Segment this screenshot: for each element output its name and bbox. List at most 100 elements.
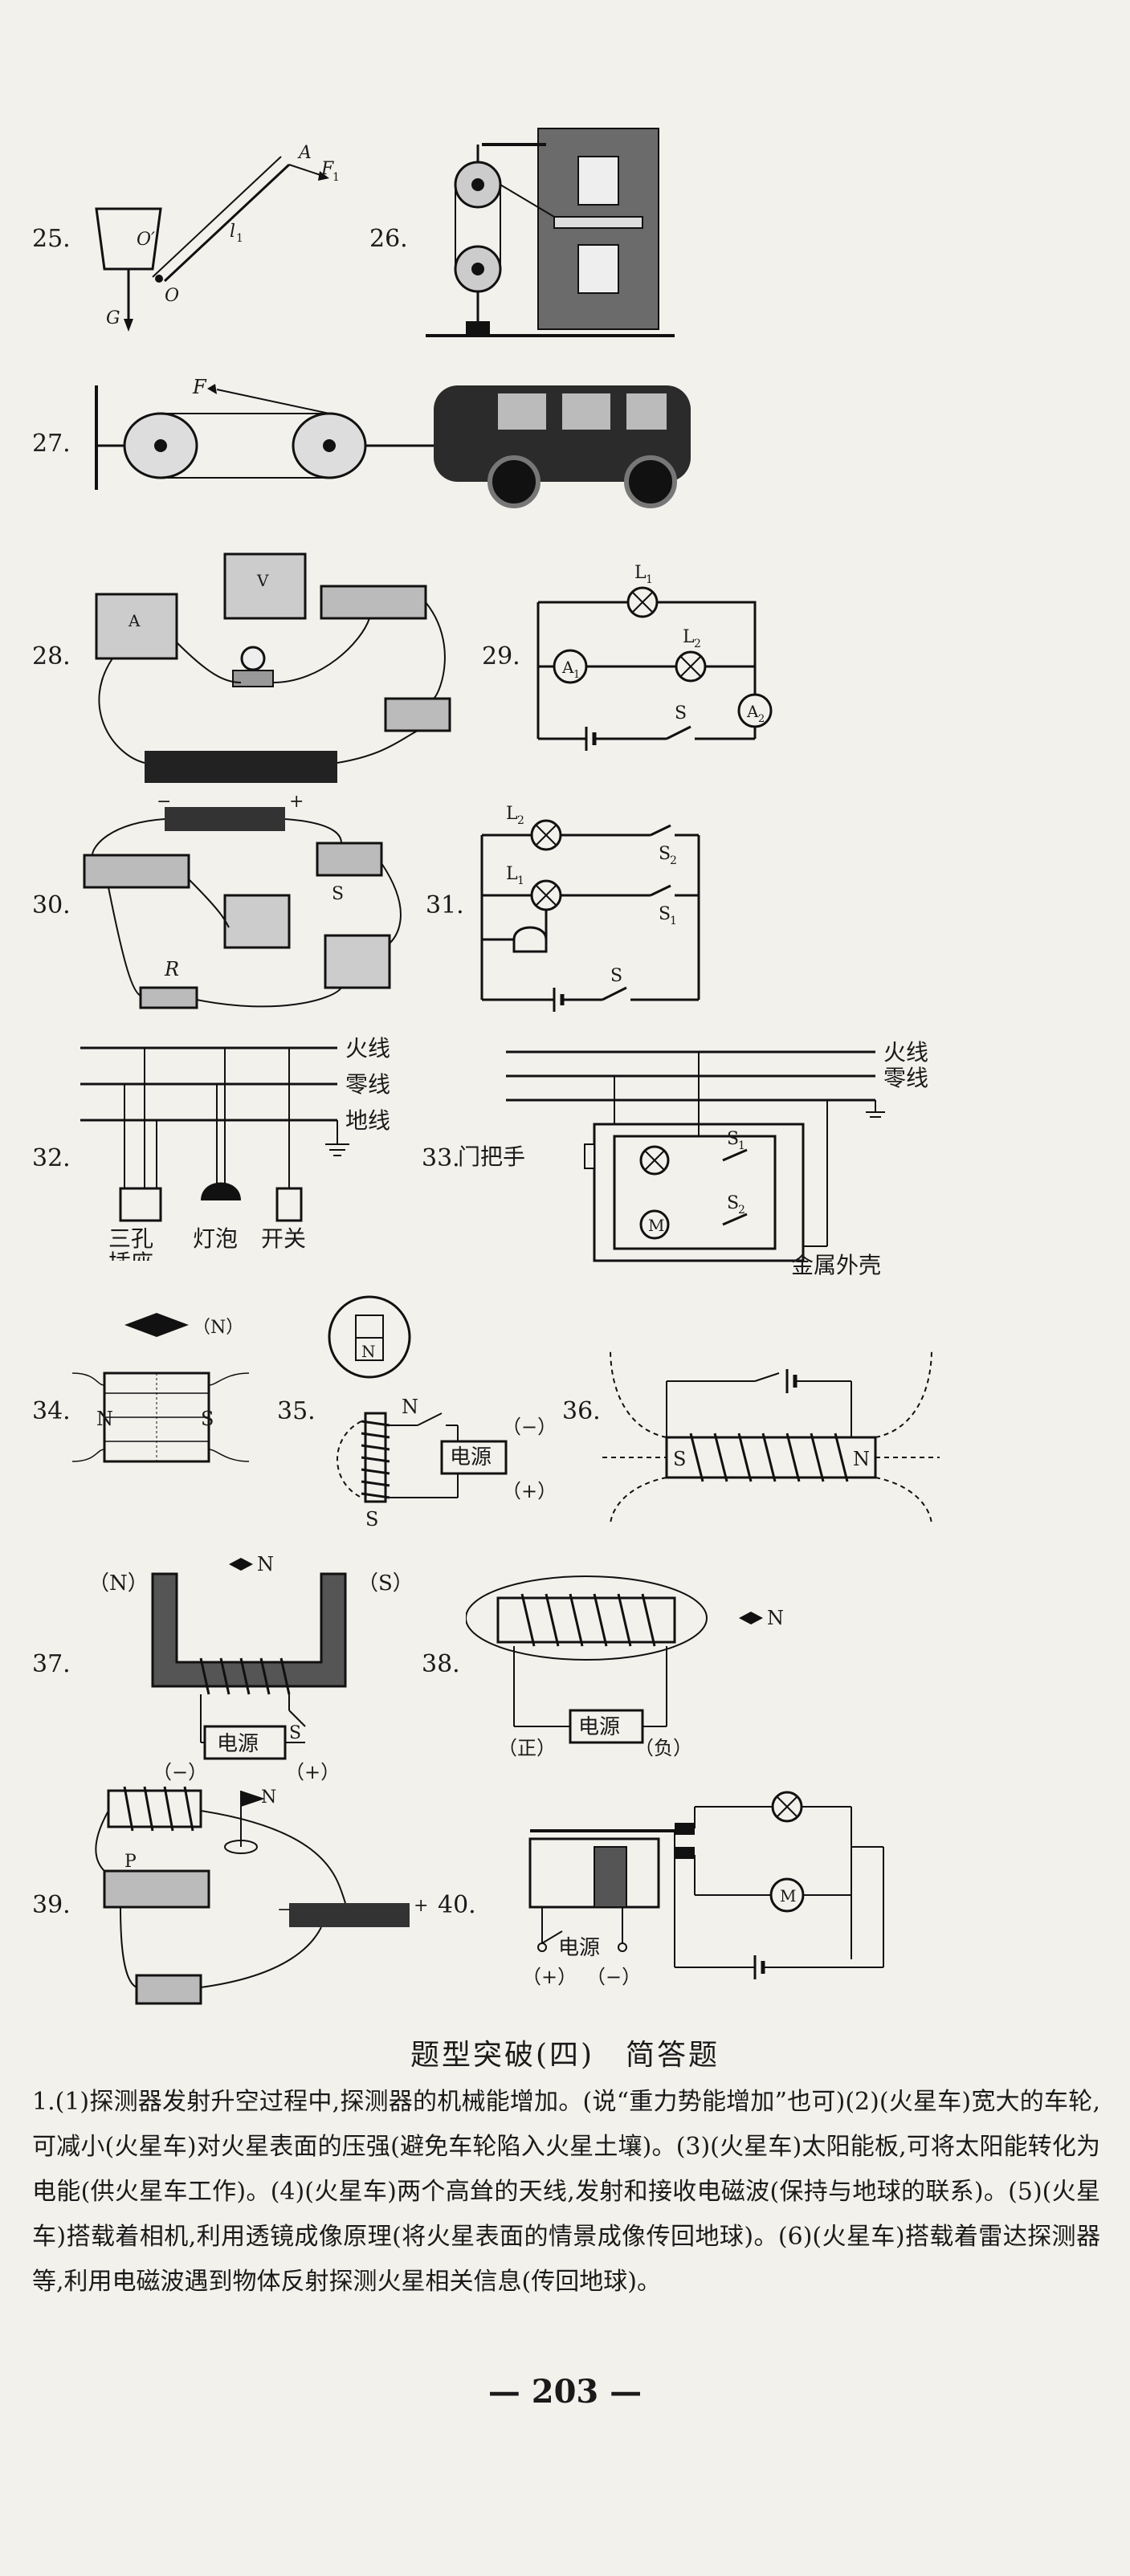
- figure-25-lever: A F 1 O′ O l 1 G: [95, 143, 340, 332]
- label-l1: l: [230, 222, 235, 242]
- figure-30-physical-circuit: − + S R: [83, 792, 402, 1009]
- door-handle: [584, 1143, 595, 1169]
- svg-text:−: −: [157, 792, 171, 812]
- svg-text:A: A: [561, 658, 574, 677]
- svg-text:N: N: [96, 1408, 113, 1430]
- motor: [639, 1209, 670, 1240]
- ammeter-A1: [553, 649, 588, 684]
- svg-text:火线: 火线: [883, 1039, 928, 1066]
- svg-text:S: S: [727, 1193, 739, 1213]
- svg-text:（负）: （负）: [634, 1737, 692, 1759]
- svg-text:（N）: （N）: [88, 1571, 149, 1596]
- svg-text:A: A: [128, 611, 141, 630]
- svg-text:三孔: 三孔: [108, 1225, 153, 1252]
- svg-text:S: S: [659, 844, 671, 864]
- label-F1: F: [320, 159, 334, 179]
- svg-text:L: L: [506, 804, 518, 824]
- socket: [119, 1187, 162, 1222]
- svg-text:插座: 插座: [108, 1249, 153, 1261]
- svg-text:零线: 零线: [345, 1071, 390, 1098]
- question-number-29: 29.: [482, 642, 520, 670]
- answer-text: 1.(1)探测器发射升空过程中,探测器的机械能增加。(说“重力势能增加”也可)(…: [32, 2088, 1100, 2296]
- label-O-prime: O′: [137, 230, 155, 250]
- question-number-32: 32.: [32, 1144, 71, 1172]
- force-f-rope: [216, 389, 330, 414]
- switch: [135, 1974, 202, 2005]
- switch: [417, 1412, 443, 1426]
- switch-S2: [722, 1213, 748, 1226]
- figure-28-physical-circuit: A V: [95, 552, 451, 783]
- field-loop: [466, 1575, 708, 1661]
- label-G: G: [106, 308, 120, 328]
- svg-text:R: R: [164, 958, 179, 980]
- svg-text:N: N: [853, 1448, 870, 1470]
- switch-S: [666, 725, 691, 740]
- svg-text:+: +: [414, 1896, 428, 1916]
- svg-text:2: 2: [694, 638, 701, 650]
- svg-text:1: 1: [517, 874, 524, 887]
- svg-text:S: S: [332, 884, 344, 904]
- svg-text:（正）: （正）: [498, 1737, 556, 1759]
- question-number-40: 40.: [438, 1891, 476, 1919]
- label-F: F: [192, 376, 207, 398]
- u-core: [151, 1572, 347, 1688]
- svg-text:零线: 零线: [883, 1065, 928, 1091]
- switch: [316, 842, 383, 877]
- svg-text:电源: 电源: [217, 1732, 259, 1756]
- question-number-25: 25.: [32, 225, 71, 253]
- figure-26-pulley-building: [426, 128, 675, 337]
- label-A: A: [297, 143, 312, 163]
- appliance-shell: [593, 1123, 805, 1262]
- svg-text:1: 1: [738, 1139, 745, 1152]
- voltmeter: [223, 552, 307, 620]
- power-source: [569, 1709, 644, 1744]
- svg-text:S: S: [610, 966, 622, 986]
- coil: [594, 1846, 627, 1908]
- svg-text:火线: 火线: [345, 1035, 390, 1062]
- bulb: [240, 646, 266, 671]
- compass-needle: [124, 1313, 189, 1337]
- svg-text:1: 1: [573, 669, 580, 681]
- svg-text:S: S: [673, 1448, 686, 1470]
- compass-needle: [229, 1558, 253, 1571]
- svg-text:1: 1: [646, 573, 653, 586]
- battery-pack: [145, 751, 337, 783]
- question-number-30: 30.: [32, 891, 71, 919]
- svg-text:N: N: [402, 1396, 418, 1418]
- ammeter: [324, 934, 391, 989]
- svg-text:（−）: （−）: [586, 1966, 641, 1988]
- question-number-35: 35.: [277, 1397, 316, 1425]
- svg-text:（S）: （S）: [357, 1571, 414, 1596]
- question-number-31: 31.: [426, 891, 464, 919]
- question-number-33: 33.: [422, 1144, 460, 1172]
- switch: [754, 1372, 780, 1382]
- figure-34-magnet-field: （N） N S: [72, 1313, 250, 1463]
- svg-text:+: +: [289, 792, 304, 812]
- svg-text:1: 1: [236, 232, 243, 245]
- svg-text:开关: 开关: [261, 1225, 306, 1252]
- battery: [289, 1903, 410, 1927]
- label-O: O: [165, 286, 179, 306]
- battery: [165, 807, 285, 831]
- switch-S1: [650, 884, 671, 897]
- svg-text:电源: 电源: [558, 1936, 600, 1960]
- svg-text:2: 2: [758, 713, 765, 725]
- switch-S1: [722, 1148, 748, 1162]
- svg-text:L: L: [634, 563, 647, 583]
- svg-text:L: L: [683, 627, 695, 647]
- svg-text:电源: 电源: [578, 1715, 620, 1739]
- figure-39-electromagnet-circuit: N P − +: [95, 1786, 428, 2005]
- switch: [288, 1710, 306, 1727]
- svg-text:1: 1: [332, 171, 340, 184]
- svg-text:M: M: [648, 1216, 664, 1235]
- figure-37-u-electromagnet: （N） N （S） 电源 S （−） （+）: [88, 1553, 414, 1783]
- question-number-37: 37.: [32, 1650, 71, 1678]
- svg-text:N: N: [361, 1342, 376, 1361]
- figure-32-household-wiring: 火线 零线 地线 三孔 插座 灯泡 开关: [80, 1035, 390, 1261]
- svg-text:（−）: （−）: [153, 1761, 207, 1783]
- switch: [384, 697, 451, 732]
- power-source: [440, 1440, 508, 1475]
- svg-text:S: S: [675, 703, 687, 723]
- figure-36-solenoid-field: S N: [602, 1348, 940, 1526]
